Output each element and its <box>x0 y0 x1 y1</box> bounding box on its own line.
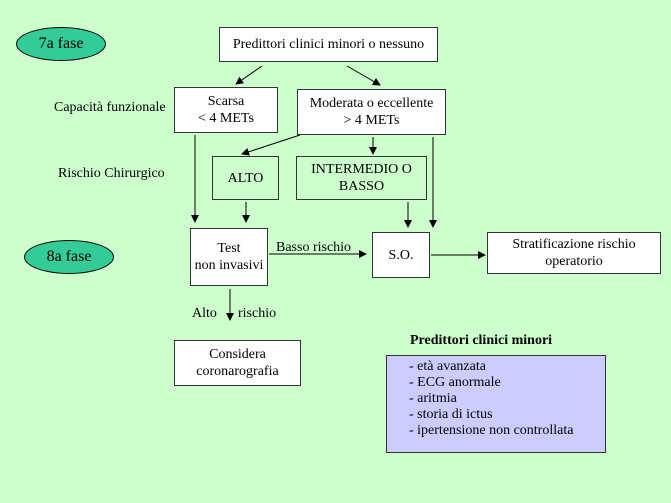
list-item: - età avanzata <box>409 359 486 374</box>
high-risk-label: ALTO <box>227 170 264 186</box>
list-item: - aritmia <box>409 391 457 406</box>
coronary-line-1: Considera <box>209 347 266 362</box>
intermediate-risk-box: INTERMEDIO O BASSO <box>296 156 427 200</box>
poor-capacity-line-2: < 4 METs <box>198 111 254 126</box>
phase-7-label: 7a fase <box>38 35 84 52</box>
coronary-line-2: coronarografia <box>196 364 279 379</box>
minor-predictors-box: - età avanzata - ECG anormale - aritmia … <box>386 355 606 453</box>
good-capacity-line-1: Moderata o eccellente <box>309 96 434 111</box>
intermediate-line-2: BASSO <box>338 179 385 194</box>
stratification-line-2: operatorio <box>545 254 603 269</box>
high-risk-right-label: rischio <box>238 306 277 321</box>
list-item: - ipertensione non controllata <box>409 423 574 438</box>
high-risk-box: ALTO <box>212 156 279 200</box>
test-line-2: non invasivi <box>194 258 264 273</box>
surgical-risk-label: Rischio Chirurgico <box>58 166 165 181</box>
test-line-1: Test <box>217 241 241 256</box>
list-item: - storia di ictus <box>409 407 493 422</box>
phase-7-oval: 7a fase <box>16 27 106 61</box>
phase-8-oval: 8a fase <box>24 240 114 274</box>
minor-predictors-list: - età avanzata - ECG anormale - aritmia … <box>409 359 573 439</box>
intermediate-line-1: INTERMEDIO O <box>311 162 412 177</box>
coronary-box: Considera coronarografia <box>174 340 301 386</box>
stratification-line-1: Stratificazione rischio <box>512 237 636 252</box>
top-box-label: Predittori clinici minori o nessuno <box>232 37 425 52</box>
so-label: S.O. <box>388 247 414 263</box>
so-box: S.O. <box>372 232 430 278</box>
test-box: Test non invasivi <box>190 228 268 286</box>
good-capacity-line-2: > 4 METs <box>343 113 400 128</box>
good-capacity-box: Moderata o eccellente > 4 METs <box>297 89 446 135</box>
low-risk-label: Basso rischio <box>276 240 352 255</box>
poor-capacity-box: Scarsa < 4 METs <box>174 87 278 133</box>
arrow-top-to-poor <box>235 65 263 85</box>
phase-8-label: 8a fase <box>46 248 92 265</box>
arrow-good-to-high <box>241 134 301 156</box>
poor-capacity-line-1: Scarsa <box>207 94 245 109</box>
arrow-top-to-good <box>346 65 381 86</box>
top-box: Predittori clinici minori o nessuno <box>219 27 438 62</box>
high-risk-left-label: Alto <box>192 306 217 321</box>
capacity-label: Capacità funzionale <box>54 100 166 115</box>
minor-predictors-title: Predittori clinici minori <box>410 333 553 348</box>
list-item: - ECG anormale <box>409 375 501 390</box>
stratification-box: Stratificazione rischio operatorio <box>487 232 661 274</box>
